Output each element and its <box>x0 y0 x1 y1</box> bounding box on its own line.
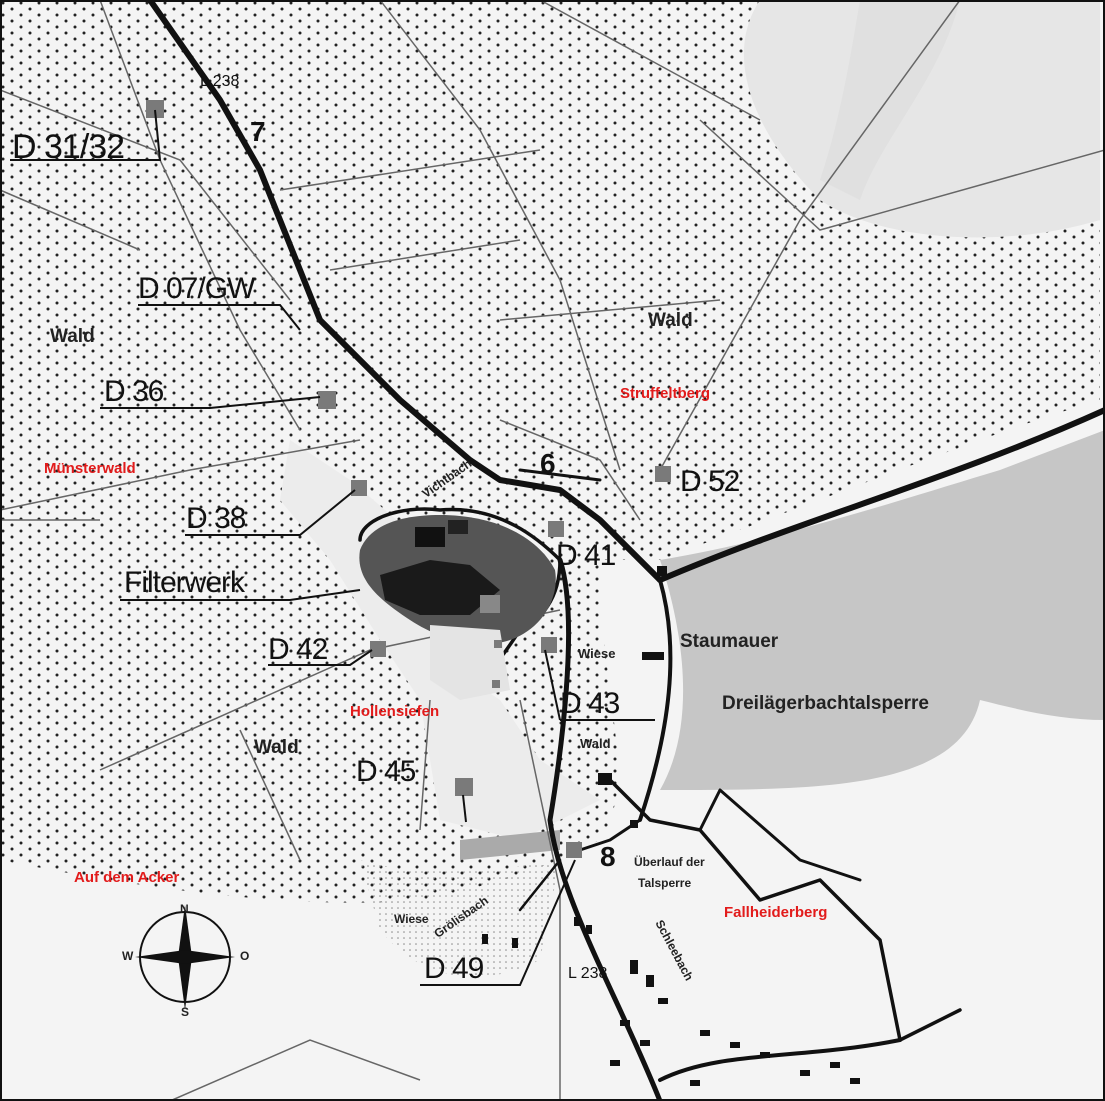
road-label-l238-bottom: L 238 <box>568 965 608 982</box>
feature-label-wiese-1: Wiese <box>578 646 616 661</box>
site-label-d07gw: D 07/GW <box>138 272 255 305</box>
compass-label-n: N <box>180 902 189 916</box>
compass-rose <box>135 905 235 1010</box>
marker-number-7: 7 <box>250 116 266 147</box>
feature-label-wiese-2: Wiese <box>394 912 429 926</box>
feature-label-ueberlauf-1: Überlauf der <box>634 855 705 869</box>
place-label-muensterwald: Münsterwald <box>44 460 136 477</box>
reservoir-water <box>660 430 1105 790</box>
buildings <box>482 566 860 1086</box>
compass-label-w: W <box>122 949 134 963</box>
place-label-fallheiderberg: Fallheiderberg <box>724 904 828 921</box>
site-label-d49: D 49 <box>424 952 484 985</box>
marker-number-6: 6 <box>540 448 556 479</box>
feature-label-wald-west: Wald <box>50 326 95 347</box>
road-dam <box>638 578 673 822</box>
site-label-d45: D 45 <box>356 755 416 788</box>
place-label-auf-dem-acker: Auf dem Acker <box>74 869 180 886</box>
meadow-area-south <box>360 860 560 977</box>
compass-label-s: S <box>181 1005 190 1019</box>
road-plant-loop <box>358 507 562 684</box>
site-label-d42: D 42 <box>268 633 328 666</box>
road-east <box>657 407 1105 583</box>
feature-label-filterwerk: Filterwerk <box>124 566 245 599</box>
compass-label-o: O <box>240 949 250 963</box>
leader-lines <box>10 109 655 986</box>
staumauer-wall <box>642 652 664 660</box>
road-l238 <box>147 0 663 583</box>
feature-label-ueberlauf-2: Talsperre <box>638 876 692 890</box>
feature-label-wald-mid: Wald <box>254 737 299 758</box>
road-label-l238-top: L 238 <box>200 73 240 90</box>
reservoir-tail <box>820 0 960 200</box>
place-label-struffeltberg: Struffeltberg <box>620 385 710 402</box>
forest-area <box>0 0 1100 903</box>
site-markers <box>146 100 671 858</box>
site-label-d52: D 52 <box>680 465 740 498</box>
site-label-d41: D 41 <box>556 539 616 572</box>
feature-label-wald-small: Wald <box>580 736 611 751</box>
road-overflow <box>608 778 962 1042</box>
feature-label-staumauer: Staumauer <box>680 631 779 652</box>
place-label-hollensiefen: Hollensiefen <box>350 703 440 720</box>
feature-label-reservoir: Dreilägerbachtalsperre <box>722 693 929 714</box>
filterwerk-plant <box>359 515 556 700</box>
road-south <box>547 557 663 1101</box>
site-label-d36: D 36 <box>104 375 164 408</box>
marker-number-8: 8 <box>600 841 616 872</box>
meadow-strip <box>460 830 560 860</box>
road-network <box>147 0 1105 1101</box>
site-label-d43: D 43 <box>560 687 620 720</box>
site-label-d3132: D 31/32 <box>12 128 125 166</box>
feature-label-wald-north: Wald <box>648 310 693 331</box>
site-label-d38: D 38 <box>186 502 246 535</box>
